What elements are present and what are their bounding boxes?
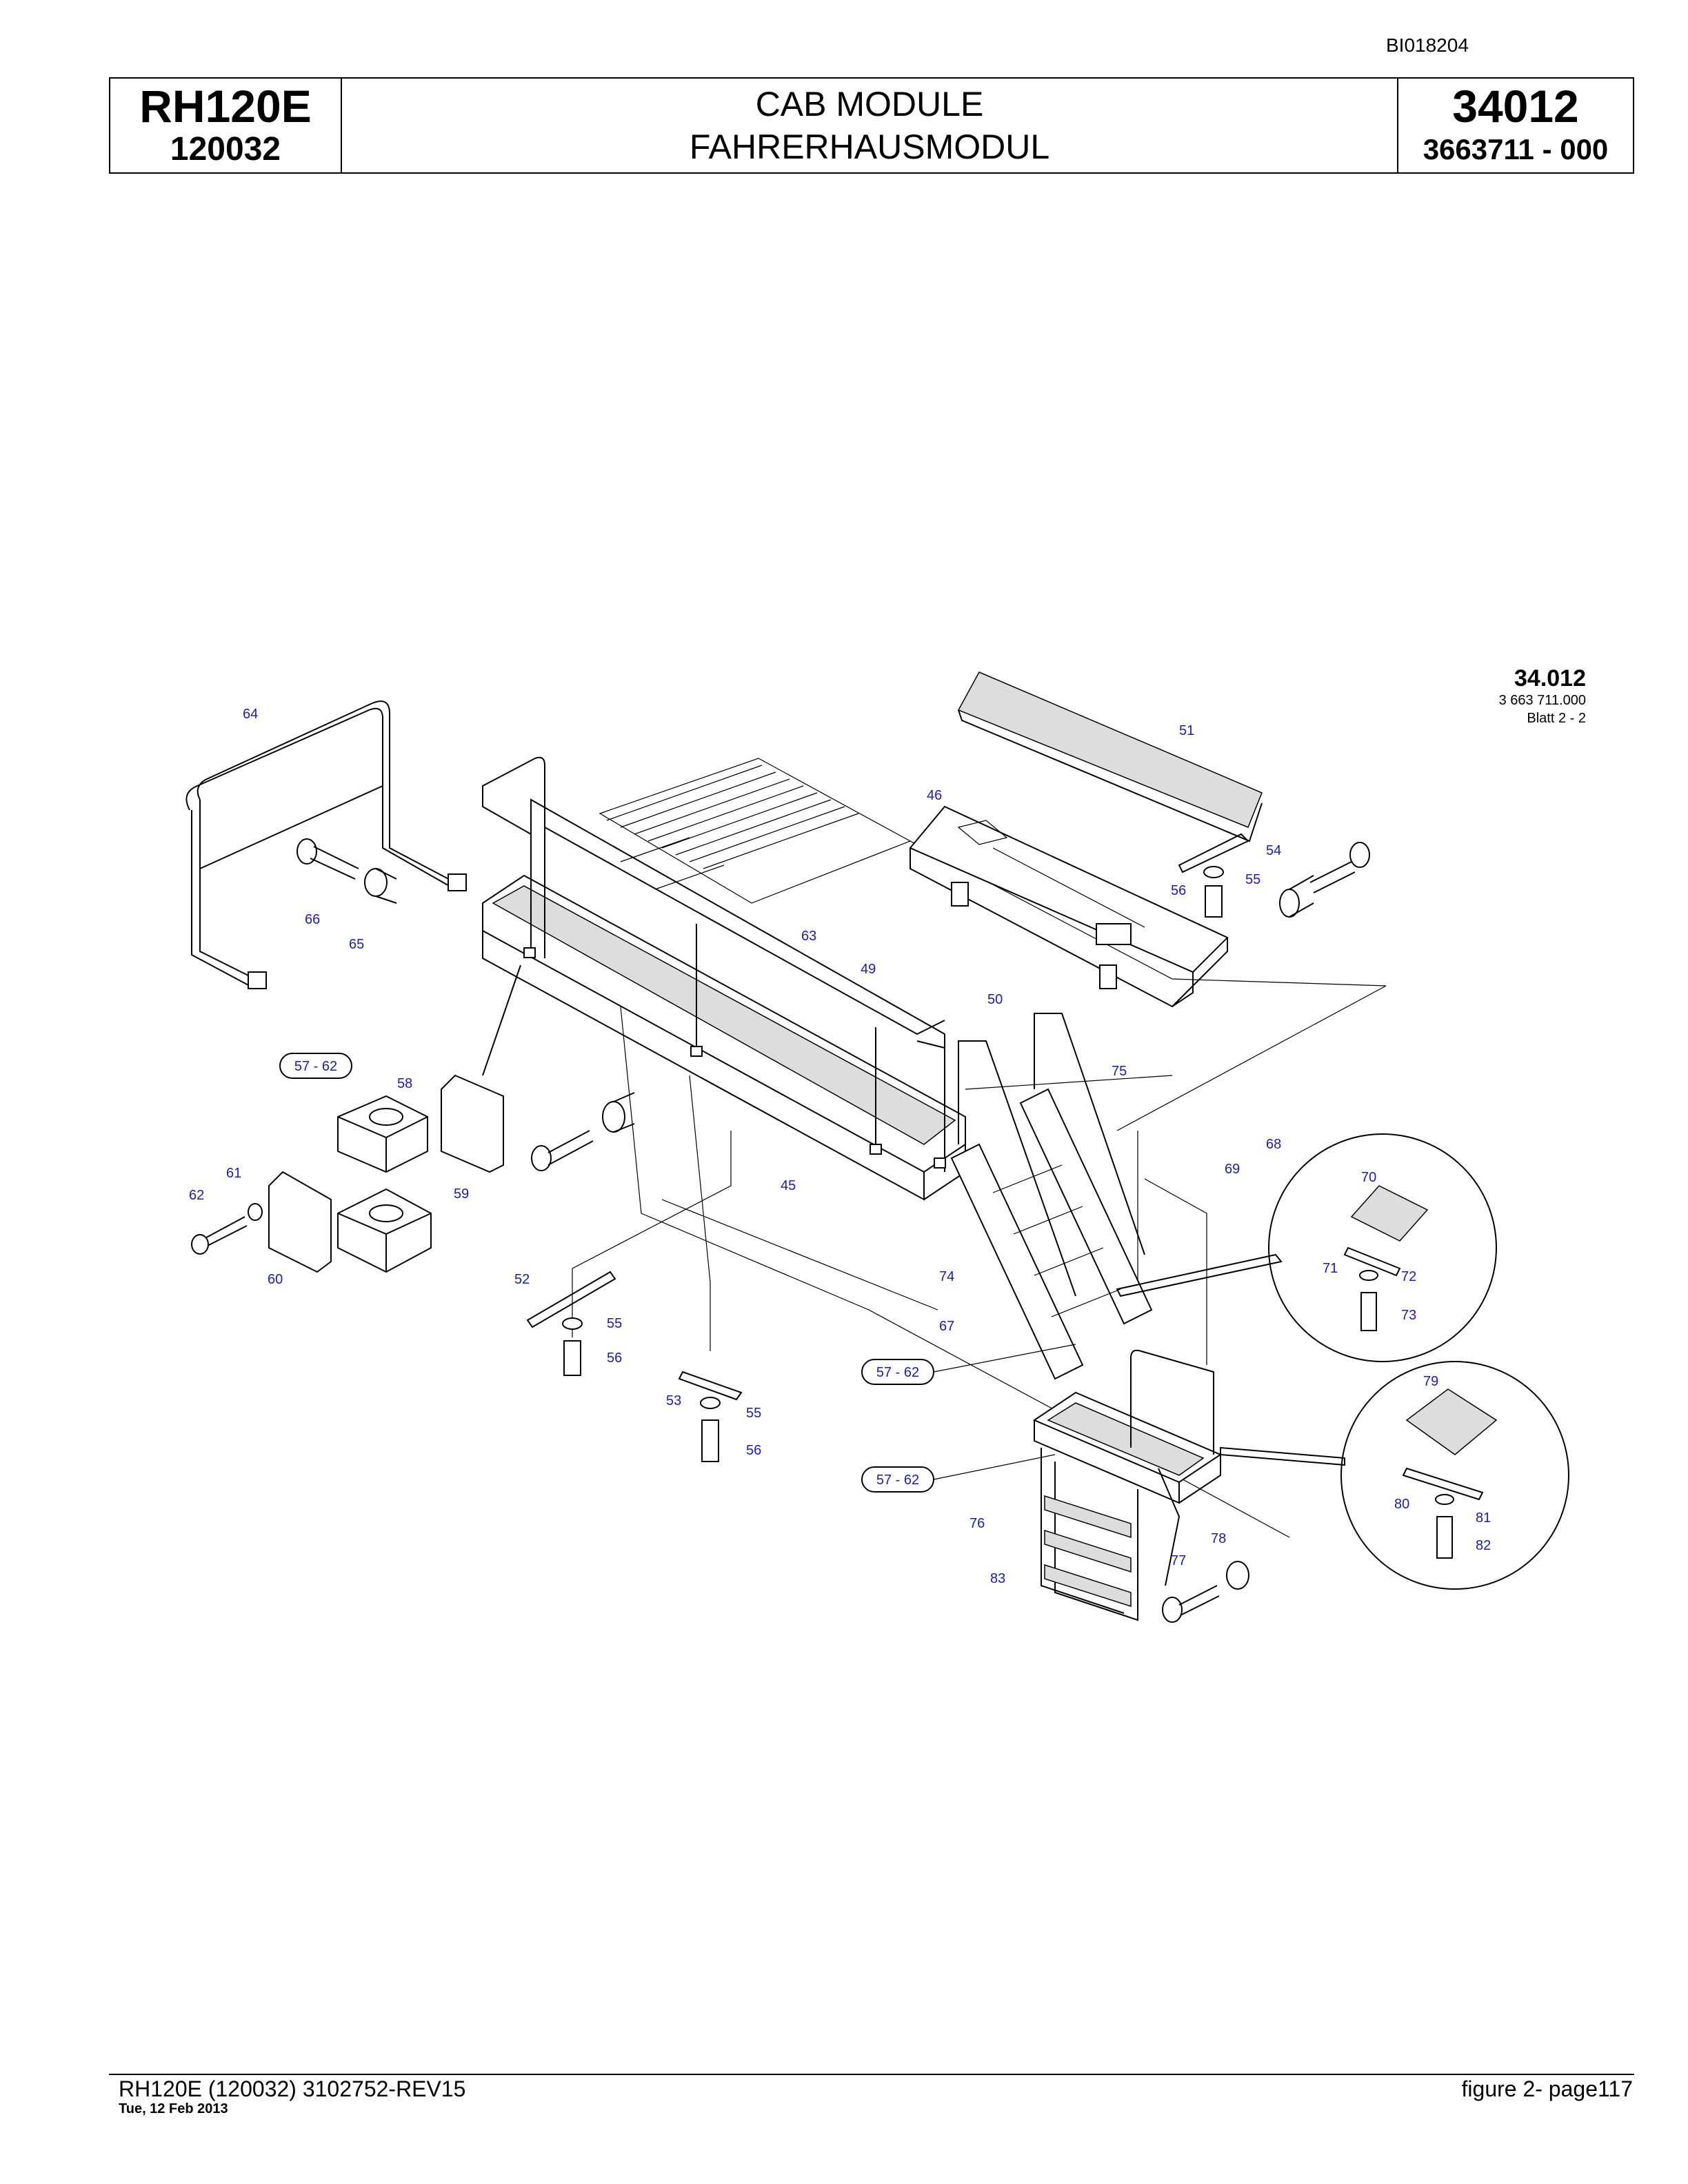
part-label: 68 — [1266, 1137, 1281, 1152]
footer-page-ref: figure 2- page117 — [1461, 2076, 1633, 2101]
group-number: 34012 — [1452, 81, 1579, 132]
part-label: 77 — [1171, 1553, 1186, 1568]
part-label: 58 — [397, 1076, 412, 1091]
model-name: RH120E — [139, 81, 312, 132]
bolt-66 — [297, 838, 397, 904]
part-label: 78 — [1211, 1531, 1226, 1546]
part-label: 81 — [1476, 1510, 1491, 1526]
detail-circle-70 — [1116, 1133, 1497, 1362]
serial-number: 120032 — [170, 131, 281, 168]
part-label: 65 — [349, 937, 364, 952]
ref-oval-1: 57 - 62 — [279, 1053, 352, 1079]
part-label: 60 — [268, 1272, 283, 1287]
part-label: 56 — [746, 1443, 761, 1458]
part-label: 67 — [939, 1319, 954, 1334]
leader-line-63 — [916, 1040, 945, 1049]
part-label: 72 — [1401, 1269, 1416, 1284]
part-label: 75 — [1112, 1064, 1127, 1079]
part-label: 51 — [1179, 723, 1194, 738]
part-label: 83 — [990, 1571, 1005, 1586]
model-cell: RH120E 120032 — [110, 79, 342, 172]
part-label: 64 — [243, 707, 258, 722]
part-label: 55 — [746, 1406, 761, 1421]
drawing-ref-sheet: Blatt 2 - 2 — [1527, 711, 1586, 726]
handrail-frame — [185, 700, 467, 989]
part-label: 71 — [1323, 1261, 1338, 1276]
drawing-ref-number: 3 663 711.000 — [1499, 693, 1586, 708]
washer-group-53 — [678, 1371, 743, 1462]
stair-assembly — [950, 1013, 1173, 1380]
part-label: 76 — [969, 1516, 985, 1531]
part-label: 56 — [607, 1351, 622, 1366]
part-label: 73 — [1401, 1308, 1416, 1323]
ref-oval-3: 57 - 62 — [861, 1466, 934, 1493]
title-cell: CAB MODULE FAHRERHAUSMODUL — [342, 79, 1398, 172]
part-label: 59 — [454, 1186, 469, 1202]
part-label: 66 — [305, 912, 320, 927]
ref-label: 57 - 62 — [876, 1473, 919, 1488]
lower-platform — [1032, 1349, 1249, 1623]
part-label: 79 — [1423, 1374, 1438, 1389]
clamp-parts — [191, 1074, 504, 1273]
ref-label: 57 - 62 — [876, 1365, 919, 1380]
part-label: 49 — [861, 962, 876, 977]
part-label: 50 — [987, 992, 1003, 1007]
part-number: 3663711 - 000 — [1423, 133, 1609, 165]
drawing-ref-group: 34.012 — [1514, 665, 1586, 691]
footer-divider — [109, 2074, 1634, 2075]
ref-oval-2: 57 - 62 — [861, 1359, 934, 1385]
ref-leaders — [933, 1344, 1076, 1480]
document-id: BI018204 — [1386, 34, 1469, 56]
leader-arrow-platform — [482, 964, 521, 1076]
part-label: 56 — [1171, 883, 1186, 898]
part-label: 46 — [927, 788, 942, 803]
washer-group-52 — [526, 1271, 616, 1376]
part-label: 82 — [1476, 1538, 1491, 1553]
part-label: 80 — [1394, 1497, 1409, 1512]
title-english: CAB MODULE — [755, 85, 984, 123]
part-label: 74 — [939, 1269, 954, 1284]
bolt-center — [531, 1092, 635, 1171]
detail-circle-79 — [1220, 1361, 1569, 1590]
footer-date: Tue, 12 Feb 2013 — [119, 2101, 228, 2116]
title-block: RH120E 120032 CAB MODULE FAHRERHAUSMODUL… — [109, 77, 1634, 174]
main-platform — [482, 756, 966, 1201]
frame-46 — [909, 805, 1229, 1008]
part-label: 52 — [514, 1272, 530, 1287]
part-label: 45 — [781, 1178, 796, 1193]
bolt-set-top-right — [1178, 833, 1370, 918]
part-label: 54 — [1266, 843, 1281, 858]
group-cell: 34012 3663711 - 000 — [1398, 79, 1633, 172]
part-label: 53 — [666, 1393, 681, 1408]
part-labels: 45 46 49 50 51 52 53 54 55 55 55 56 56 5… — [189, 707, 1491, 1586]
part-label: 55 — [607, 1316, 622, 1331]
part-label: 70 — [1361, 1170, 1376, 1185]
part-label: 61 — [226, 1166, 241, 1181]
part-label: 62 — [189, 1188, 204, 1203]
title-german: FAHRERHAUSMODUL — [689, 128, 1050, 166]
step-plate-51 — [957, 671, 1263, 842]
part-label: 63 — [801, 929, 816, 944]
part-label: 69 — [1225, 1162, 1240, 1177]
footer-document-ref: RH120E (120032) 3102752-REV15 — [119, 2076, 466, 2101]
part-label: 55 — [1245, 872, 1260, 887]
ref-label: 57 - 62 — [294, 1059, 337, 1074]
